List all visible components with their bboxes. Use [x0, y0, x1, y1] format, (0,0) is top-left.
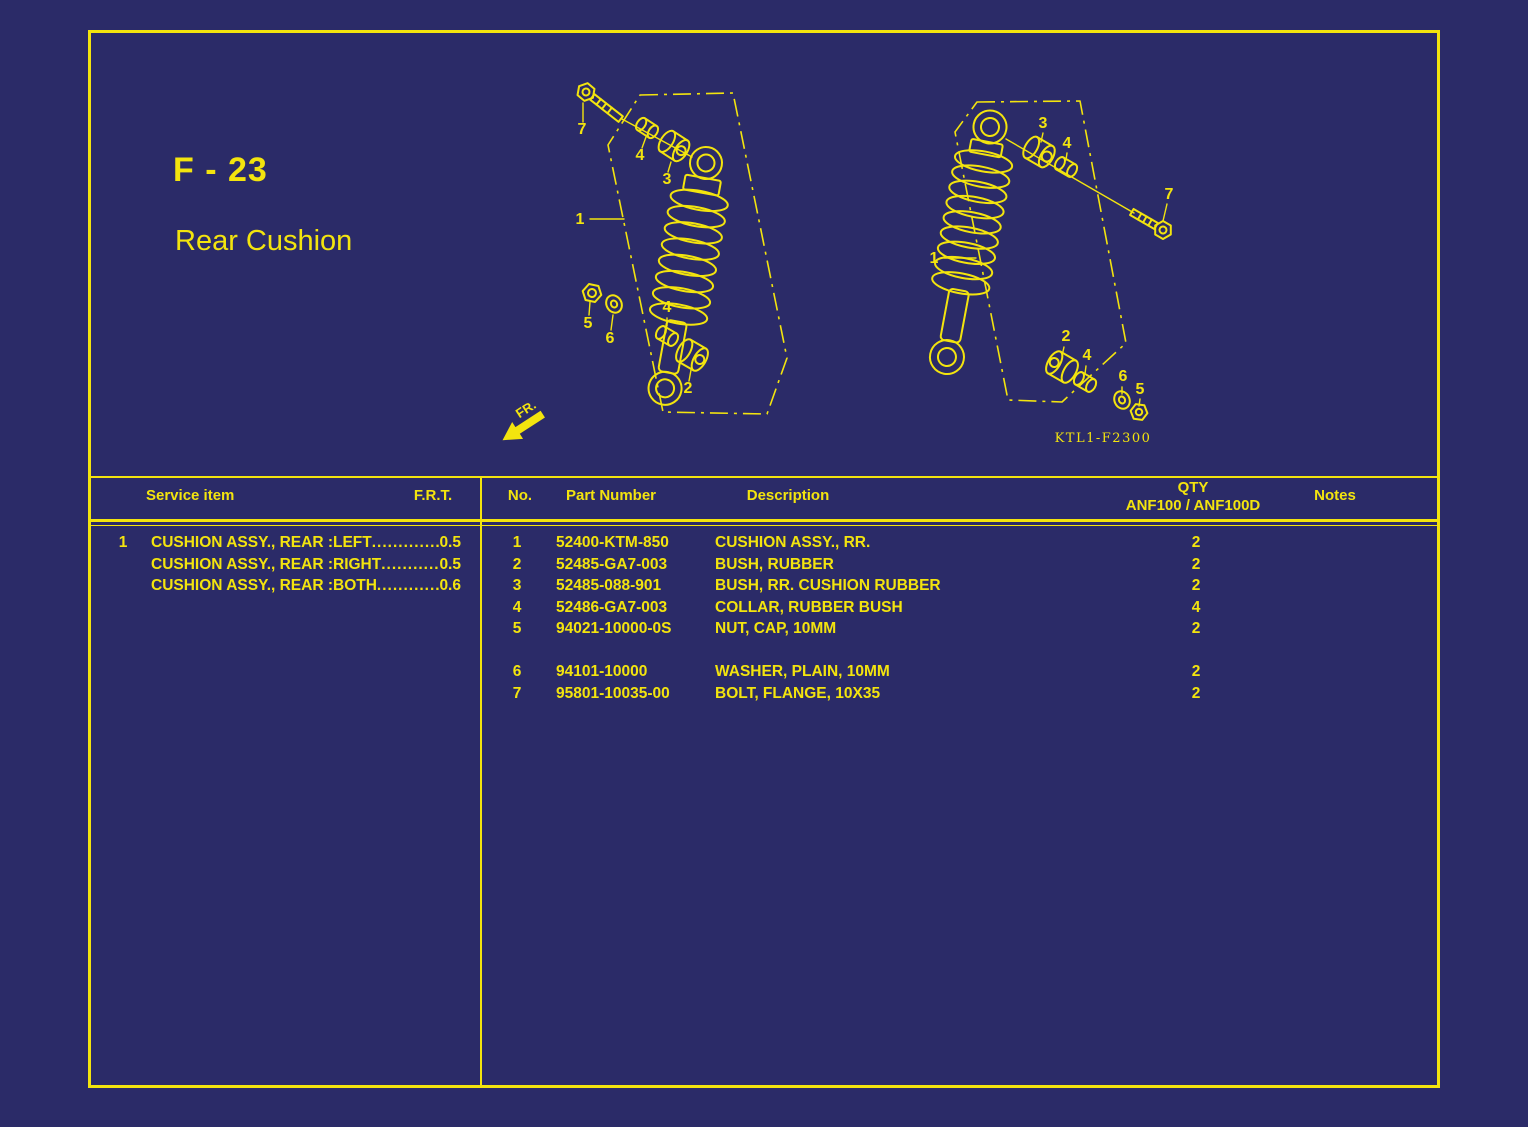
service-row-name: CUSHION ASSY., REAR :BOTH	[151, 577, 377, 594]
parts-row: 1 52400-KTM-850 CUSHION ASSY., RR. 2	[491, 532, 1431, 554]
part-description: CUSHION ASSY., RR.	[715, 534, 871, 551]
part-no: 7	[512, 684, 522, 702]
service-row-frt: 0.5	[439, 534, 461, 551]
table-top-rule	[91, 476, 1437, 478]
part-qty: 2	[1191, 577, 1201, 594]
service-row-frt: 0.5	[439, 555, 461, 573]
part-number: 52485-088-901	[556, 577, 662, 594]
dots-leader: .............	[381, 555, 440, 573]
service-row-no: 1	[118, 534, 128, 551]
service-row: CUSHION ASSY., REAR :BOTH ..............…	[111, 575, 461, 597]
service-row: CUSHION ASSY., REAR :RIGHT .............…	[111, 554, 461, 576]
qty-header: QTY	[1177, 479, 1209, 496]
part-notes	[1336, 661, 1431, 683]
frt-header: F.R.T.	[413, 487, 453, 504]
part-notes	[1336, 532, 1431, 554]
part-qty: 2	[1191, 663, 1201, 680]
header-rule-thin	[91, 525, 1437, 526]
part-notes	[1336, 597, 1431, 619]
service-row-name: CUSHION ASSY., REAR :RIGHT	[151, 555, 382, 573]
parts-row: 5 94021-10000-0S NUT, CAP, 10MM 2	[491, 618, 1431, 640]
part-no: 5	[512, 620, 522, 637]
part-number: 94021-10000-0S	[556, 620, 672, 637]
part-number-header: Part Number	[565, 487, 657, 504]
parts-row: 7 95801-10035-00 BOLT, FLANGE, 10X35 2	[491, 683, 1431, 705]
part-number: 94101-10000	[556, 663, 648, 680]
service-table: 1 CUSHION ASSY., REAR :LEFT ............…	[111, 532, 461, 597]
description-header: Description	[746, 487, 830, 504]
part-no: 6	[512, 663, 522, 680]
part-qty: 2	[1191, 555, 1201, 573]
part-number: 52400-KTM-850	[556, 534, 669, 551]
part-qty: 2	[1191, 620, 1201, 637]
part-no: 3	[512, 577, 522, 594]
part-notes	[1336, 618, 1431, 640]
part-description: COLLAR, RUBBER BUSH	[715, 598, 903, 616]
notes-header: Notes	[1314, 487, 1356, 504]
part-qty: 4	[1191, 598, 1201, 616]
part-number: 52485-GA7-003	[556, 555, 668, 573]
section-code: F - 23	[173, 151, 268, 189]
page-title: Rear Cushion	[175, 225, 353, 257]
service-row: 1 CUSHION ASSY., REAR :LEFT ............…	[111, 532, 461, 554]
parts-row: 3 52485-088-901 BUSH, RR. CUSHION RUBBER…	[491, 575, 1431, 597]
part-qty: 2	[1191, 534, 1201, 551]
part-no: 1	[512, 534, 522, 551]
part-notes	[1336, 575, 1431, 597]
dots-leader: ..............	[371, 534, 440, 551]
part-description: WASHER, PLAIN, 10MM	[715, 663, 890, 680]
service-item-header: Service item	[146, 487, 235, 504]
parts-row: 2 52485-GA7-003 BUSH, RUBBER 2	[491, 554, 1431, 576]
parts-row: 6 94101-10000 WASHER, PLAIN, 10MM 2	[491, 661, 1431, 683]
catalog-page-frame: F - 23 Rear Cushion Service item F.R.T. …	[88, 30, 1440, 1088]
part-description: BOLT, FLANGE, 10X35	[715, 684, 881, 702]
part-number: 95801-10035-00	[556, 684, 670, 702]
part-notes	[1336, 683, 1431, 705]
part-description: BUSH, RR. CUSHION RUBBER	[715, 577, 941, 594]
no-header: No.	[507, 487, 533, 504]
qty-models-header: ANF100 / ANF100D	[1125, 497, 1261, 514]
part-notes	[1336, 554, 1431, 576]
part-qty: 2	[1191, 684, 1201, 702]
table-vertical-divider	[480, 476, 482, 1085]
part-no: 2	[512, 555, 522, 573]
part-description: BUSH, RUBBER	[715, 555, 834, 573]
parts-table: 1 52400-KTM-850 CUSHION ASSY., RR. 2 2 5…	[491, 532, 1431, 704]
service-row-name: CUSHION ASSY., REAR :LEFT	[151, 534, 372, 551]
part-description: NUT, CAP, 10MM	[715, 620, 837, 637]
part-no: 4	[512, 598, 522, 616]
part-number: 52486-GA7-003	[556, 598, 668, 616]
header-rule-thick	[91, 519, 1437, 522]
dots-leader: ..............	[376, 577, 440, 594]
service-row-frt: 0.6	[439, 577, 461, 594]
parts-row: 4 52486-GA7-003 COLLAR, RUBBER BUSH 4	[491, 597, 1431, 619]
